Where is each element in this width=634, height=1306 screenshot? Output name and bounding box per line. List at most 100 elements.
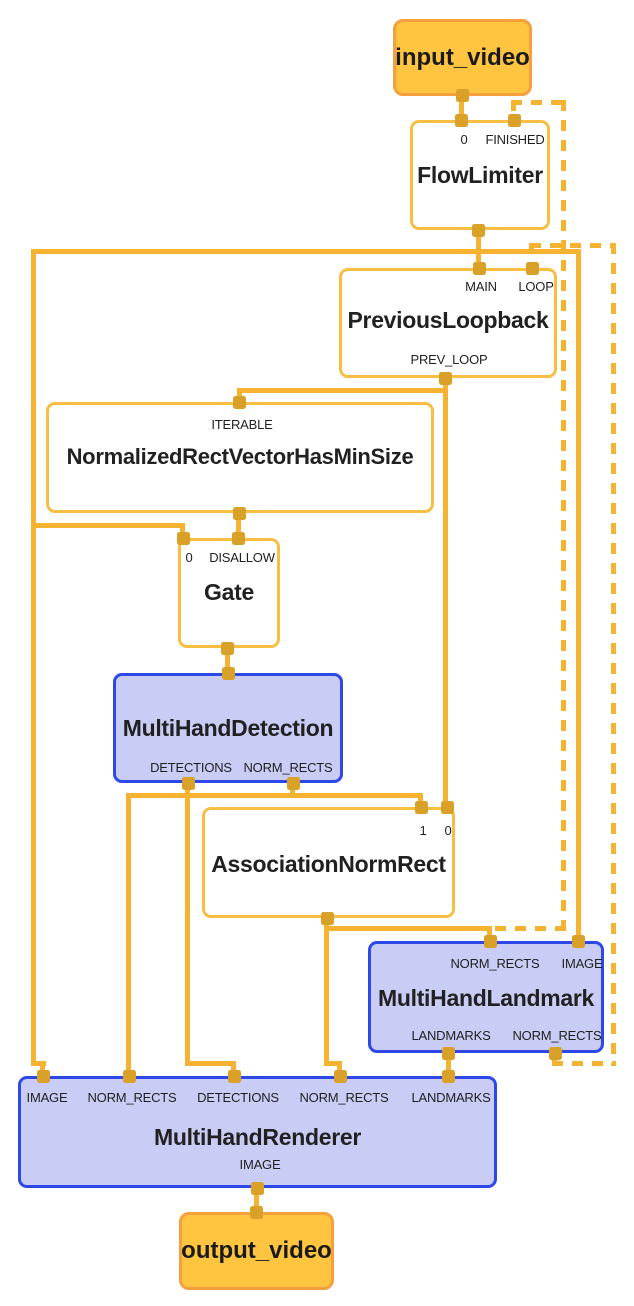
port-label-iterable: ITERABLE [211, 417, 273, 432]
port-label-landmarks-out: LANDMARKS [411, 1028, 491, 1043]
backedge-loop-stub-top [529, 243, 534, 264]
edge-landmarks-to-renderer [446, 1053, 451, 1072]
node-title: MultiHandLandmark [378, 985, 594, 1011]
port-label-0: 0 [185, 550, 193, 565]
node-title: PreviousLoopback [347, 307, 549, 333]
edge-trunk-image-drop [40, 1061, 45, 1072]
edge-trunk-to-landmark-image [576, 249, 581, 937]
port-flowlimiter-in-finished [508, 114, 521, 127]
port-label-disallow: DISALLOW [209, 550, 275, 565]
edge-flowlimiter-junction-horizontal [31, 249, 581, 254]
port-landmark-out-norm-rects [549, 1047, 562, 1060]
edge-prevloop-to-association0 [443, 378, 448, 803]
backedge-loop-vertical [611, 243, 616, 1066]
edge-trunk-image-jog [31, 1061, 46, 1066]
edge-handrects-jog [324, 1061, 342, 1066]
port-renderer-in-image [37, 1070, 50, 1083]
port-renderer-in-detections [228, 1070, 241, 1083]
edge-prevloop-to-iterable-drop [237, 388, 242, 398]
node-title: Gate [204, 579, 254, 605]
backedge-finished-stub [511, 100, 516, 116]
port-detection-out-detections [182, 777, 195, 790]
backedge-finished-horizontal [511, 100, 566, 105]
edge-detections-down [185, 783, 190, 1066]
port-renderer-in-norm-rects-2 [334, 1070, 347, 1083]
backedge-loop-bottom [552, 1061, 616, 1066]
edge-palmrects-to-renderer [126, 793, 131, 1072]
port-flowlimiter-out [472, 224, 485, 237]
port-label-0: 0 [444, 823, 452, 838]
port-label-image-out: IMAGE [239, 1157, 281, 1172]
port-label-norm-rects-in: NORM_RECTS [450, 956, 540, 971]
edge-palmrects-horizontal [126, 793, 423, 798]
node-multihandrenderer[interactable]: IMAGE NORM_RECTS DETECTIONS NORM_RECTS L… [18, 1076, 497, 1188]
edge-palmrects-to-association1 [418, 793, 423, 803]
port-label-norm-rects-1: NORM_RECTS [87, 1090, 177, 1105]
node-title: MultiHandDetection [122, 715, 334, 741]
edge-minsize-to-disallow [236, 513, 241, 534]
edge-renderer-to-outputvideo [254, 1188, 259, 1208]
port-label-1: 1 [419, 823, 427, 838]
port-input-video-out [456, 89, 469, 102]
node-output-video[interactable]: output_video [179, 1212, 334, 1290]
node-input-video[interactable]: input_video [393, 19, 532, 96]
edge-handrects-to-landmark-drop [487, 926, 492, 937]
backedge-finished-vertical [561, 100, 566, 931]
edge-gate-to-detection [225, 648, 230, 669]
edge-handrects-down [324, 918, 329, 1066]
node-title: output_video [181, 1237, 332, 1264]
node-flowlimiter[interactable]: 0 FINISHED FlowLimiter [410, 120, 550, 230]
backedge-loop-top [530, 243, 616, 248]
edge-handrects-to-landmark-horizontal [324, 926, 492, 931]
edge-detections-jog [185, 1061, 236, 1066]
port-label-detections: DETECTIONS [197, 1090, 279, 1105]
edge-prevloop-to-iterable-horizontal [237, 388, 448, 393]
port-label-landmarks: LANDMARKS [411, 1090, 491, 1105]
port-minsize-in-iterable [233, 396, 246, 409]
edge-trunk-to-gate0-horizontal [31, 523, 185, 528]
port-label-norm-rects-out: NORM_RECTS [512, 1028, 602, 1043]
node-title: MultiHandRenderer [153, 1124, 362, 1150]
port-label-loop: LOOP [518, 279, 554, 294]
edge-detections-drop [231, 1061, 236, 1072]
port-label-detections: DETECTIONS [150, 760, 232, 775]
edge-inputvideo-to-flowlimiter [459, 95, 464, 120]
port-gate-in-disallow [232, 532, 245, 545]
node-title: input_video [395, 43, 530, 71]
node-normalizedrectvectorhasminsize[interactable]: ITERABLE NormalizedRectVectorHasMinSize [46, 402, 434, 513]
port-output-video-in [250, 1206, 263, 1219]
port-gate-out [221, 642, 234, 655]
port-label-main: MAIN [465, 279, 497, 294]
node-title: FlowLimiter [417, 162, 543, 188]
port-previousloopback-in-loop [526, 262, 539, 275]
node-title: AssociationNormRect [211, 851, 446, 877]
node-previousloopback[interactable]: MAIN LOOP PreviousLoopback PREV_LOOP [339, 268, 557, 378]
node-gate[interactable]: 0 DISALLOW Gate [178, 538, 280, 648]
port-landmark-in-image [572, 935, 585, 948]
port-previousloopback-in-main [473, 262, 486, 275]
port-flowlimiter-in-0 [455, 114, 468, 127]
port-detection-in [222, 667, 235, 680]
port-gate-in-0 [177, 532, 190, 545]
port-association-in-1 [415, 801, 428, 814]
edge-handrects-drop [337, 1061, 342, 1072]
port-label-image-in: IMAGE [561, 956, 603, 971]
node-associationnormrect[interactable]: 1 0 AssociationNormRect [202, 807, 455, 918]
port-label-norm-rects-2: NORM_RECTS [299, 1090, 389, 1105]
port-label-norm-rects: NORM_RECTS [243, 760, 333, 775]
port-label-finished: FINISHED [485, 132, 545, 147]
node-multihandlandmark[interactable]: NORM_RECTS IMAGE MultiHandLandmark LANDM… [368, 941, 604, 1053]
edge-trunk-to-gate0-drop [180, 523, 185, 534]
port-label-image-in: IMAGE [26, 1090, 68, 1105]
port-association-in-0 [441, 801, 454, 814]
edge-throttled-trunk-left [31, 249, 36, 1066]
port-previousloopback-out-prev-loop [439, 372, 452, 385]
edge-palmrects-stub [290, 783, 295, 798]
port-label-prev-loop: PREV_LOOP [410, 352, 488, 367]
port-label-0: 0 [460, 132, 468, 147]
node-multihanddetection[interactable]: MultiHandDetection DETECTIONS NORM_RECTS [113, 673, 343, 783]
port-landmark-out-landmarks [442, 1047, 455, 1060]
port-association-out [321, 912, 334, 925]
port-landmark-in-norm-rects [484, 935, 497, 948]
